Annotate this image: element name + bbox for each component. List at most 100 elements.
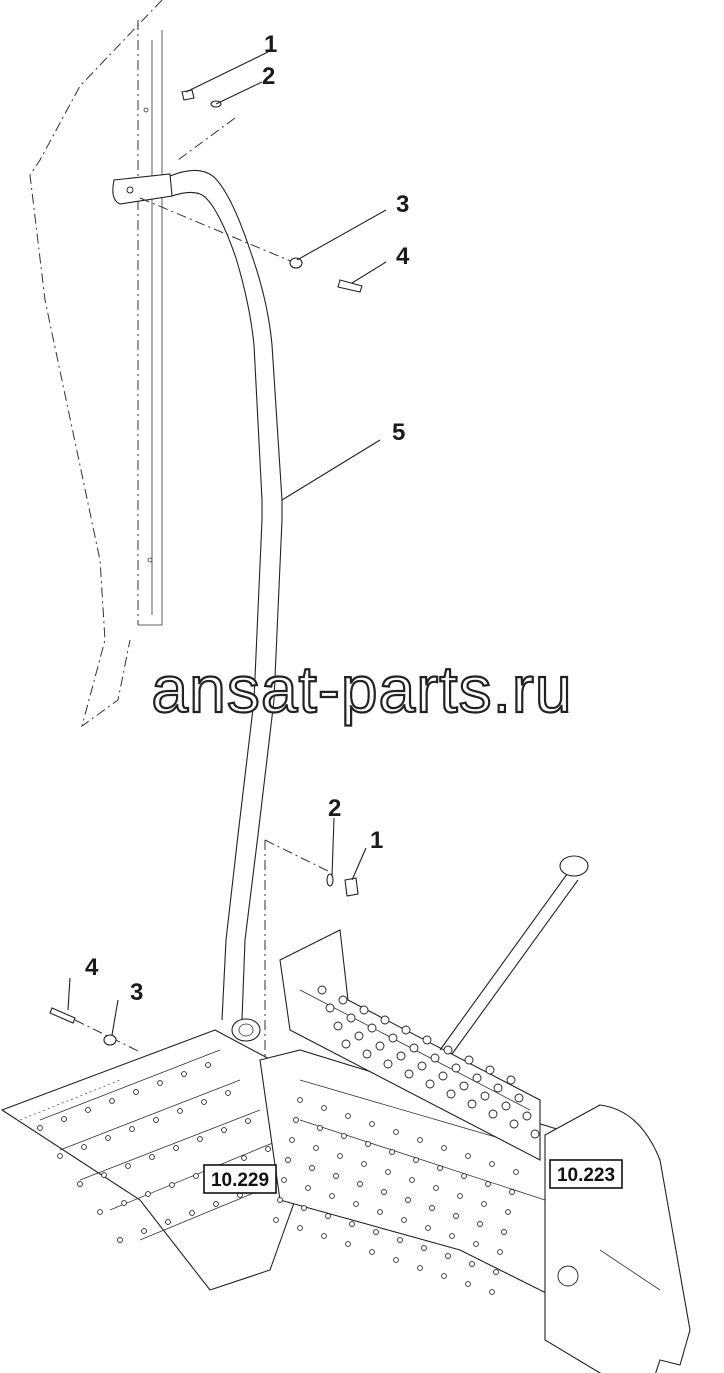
callout-4-lower: 4 — [85, 954, 99, 981]
perforation-hole — [245, 1118, 251, 1124]
perforation-hole — [321, 1233, 327, 1239]
callout-leaders — [67, 51, 387, 1036]
step-bolt — [480, 1091, 490, 1101]
step-bolt — [438, 1071, 448, 1081]
step-bolt — [446, 1089, 456, 1099]
step-bolt — [472, 1073, 482, 1083]
perforation-hole — [365, 1141, 371, 1147]
perforation-hole — [141, 1228, 147, 1234]
perforation-hole — [473, 1241, 479, 1247]
step-bolt — [354, 1031, 364, 1041]
perforation-hole — [361, 1161, 367, 1167]
perforation-hole — [129, 1126, 135, 1132]
perforation-hole — [449, 1233, 455, 1239]
perforation-hole — [121, 1200, 127, 1206]
upper-fasteners — [139, 89, 363, 293]
perforation-hole — [201, 1099, 207, 1105]
perforation-hole — [385, 1169, 391, 1175]
perforation-hole — [465, 1281, 471, 1287]
perforation-hole — [305, 1185, 311, 1191]
cab-panel-outline — [29, 0, 163, 728]
side-panel — [544, 1104, 691, 1373]
perforation-hole — [489, 1289, 495, 1295]
perforation-hole — [197, 1136, 203, 1142]
perforation-hole — [413, 1157, 419, 1163]
perforation-hole — [297, 1097, 303, 1103]
perforation-hole — [337, 1153, 343, 1159]
step-bolt — [514, 1093, 524, 1103]
perforation-hole — [301, 1205, 307, 1211]
perforation-hole — [321, 1105, 327, 1111]
perforation-hole — [77, 1181, 83, 1187]
step-bolt — [522, 1111, 532, 1121]
perforation-hole — [505, 1209, 511, 1215]
perforation-hole — [101, 1172, 107, 1178]
washer-lower — [326, 873, 334, 887]
step-bolt — [375, 1041, 385, 1051]
perforation-hole — [377, 1209, 383, 1215]
step-bolt — [430, 1053, 440, 1063]
step-bolt — [493, 1083, 503, 1093]
bolt-lower — [49, 1007, 76, 1024]
perforation-hole — [493, 1269, 499, 1275]
reference-box-10223[interactable]: 10.223 — [549, 1159, 623, 1189]
perforation-hole — [325, 1213, 331, 1219]
step-platform-left — [0, 1029, 296, 1291]
support-rod — [439, 855, 589, 1055]
washer-lower-left — [103, 1034, 117, 1046]
perforation-hole — [381, 1189, 387, 1195]
perforation-hole — [205, 1062, 211, 1068]
perforation-hole — [497, 1249, 503, 1255]
perforation-hole — [241, 1155, 247, 1161]
perforation-hole — [85, 1107, 91, 1113]
step-bolt — [346, 1013, 356, 1023]
perforation-hole — [173, 1145, 179, 1151]
perforation-hole — [81, 1144, 87, 1150]
perforation-hole — [397, 1237, 403, 1243]
perforation-hole — [401, 1217, 407, 1223]
perforation-hole — [453, 1213, 459, 1219]
perforation-hole — [417, 1265, 423, 1271]
perforation-hole — [441, 1145, 447, 1151]
reference-label-right: 10.223 — [557, 1165, 615, 1186]
perforation-hole — [221, 1127, 227, 1133]
reference-box-10229[interactable]: 10.229 — [203, 1164, 277, 1194]
callout-2-upper: 2 — [262, 63, 275, 90]
perforation-hole — [105, 1135, 111, 1141]
step-bolt — [362, 1049, 372, 1059]
step-bolt — [383, 1059, 393, 1069]
reference-label-left: 10.229 — [211, 1170, 269, 1191]
step-bolt — [367, 1023, 377, 1033]
perforation-hole — [61, 1116, 67, 1122]
perforation-hole — [425, 1225, 431, 1231]
step-bolt — [488, 1109, 498, 1119]
perforation-hole — [177, 1108, 183, 1114]
step-bolt — [464, 1055, 474, 1065]
callout-5: 5 — [392, 419, 405, 446]
perforation-hole — [349, 1221, 355, 1227]
perforation-hole — [409, 1177, 415, 1183]
perforation-hole — [317, 1125, 323, 1131]
perforation-hole — [461, 1173, 467, 1179]
upper-step — [279, 929, 541, 1161]
perforation-hole — [405, 1197, 411, 1203]
washer-side — [289, 257, 303, 269]
perforation-hole — [509, 1189, 515, 1195]
perforation-hole — [225, 1090, 231, 1096]
step-bolt — [380, 1015, 390, 1025]
step-bolt — [417, 1061, 427, 1071]
perforation-hole — [369, 1249, 375, 1255]
perforation-hole — [341, 1133, 347, 1139]
perforation-hole — [193, 1173, 199, 1179]
callout-3-lower: 3 — [130, 979, 143, 1006]
perforation-hole — [277, 1197, 283, 1203]
perforation-hole — [37, 1125, 43, 1131]
perforation-hole — [389, 1149, 395, 1155]
perforation-hole — [393, 1257, 399, 1263]
perforation-hole — [357, 1181, 363, 1187]
perforation-hole — [513, 1169, 519, 1175]
perforation-hole — [285, 1157, 291, 1163]
perforation-hole — [153, 1117, 159, 1123]
perforation-hole — [297, 1225, 303, 1231]
